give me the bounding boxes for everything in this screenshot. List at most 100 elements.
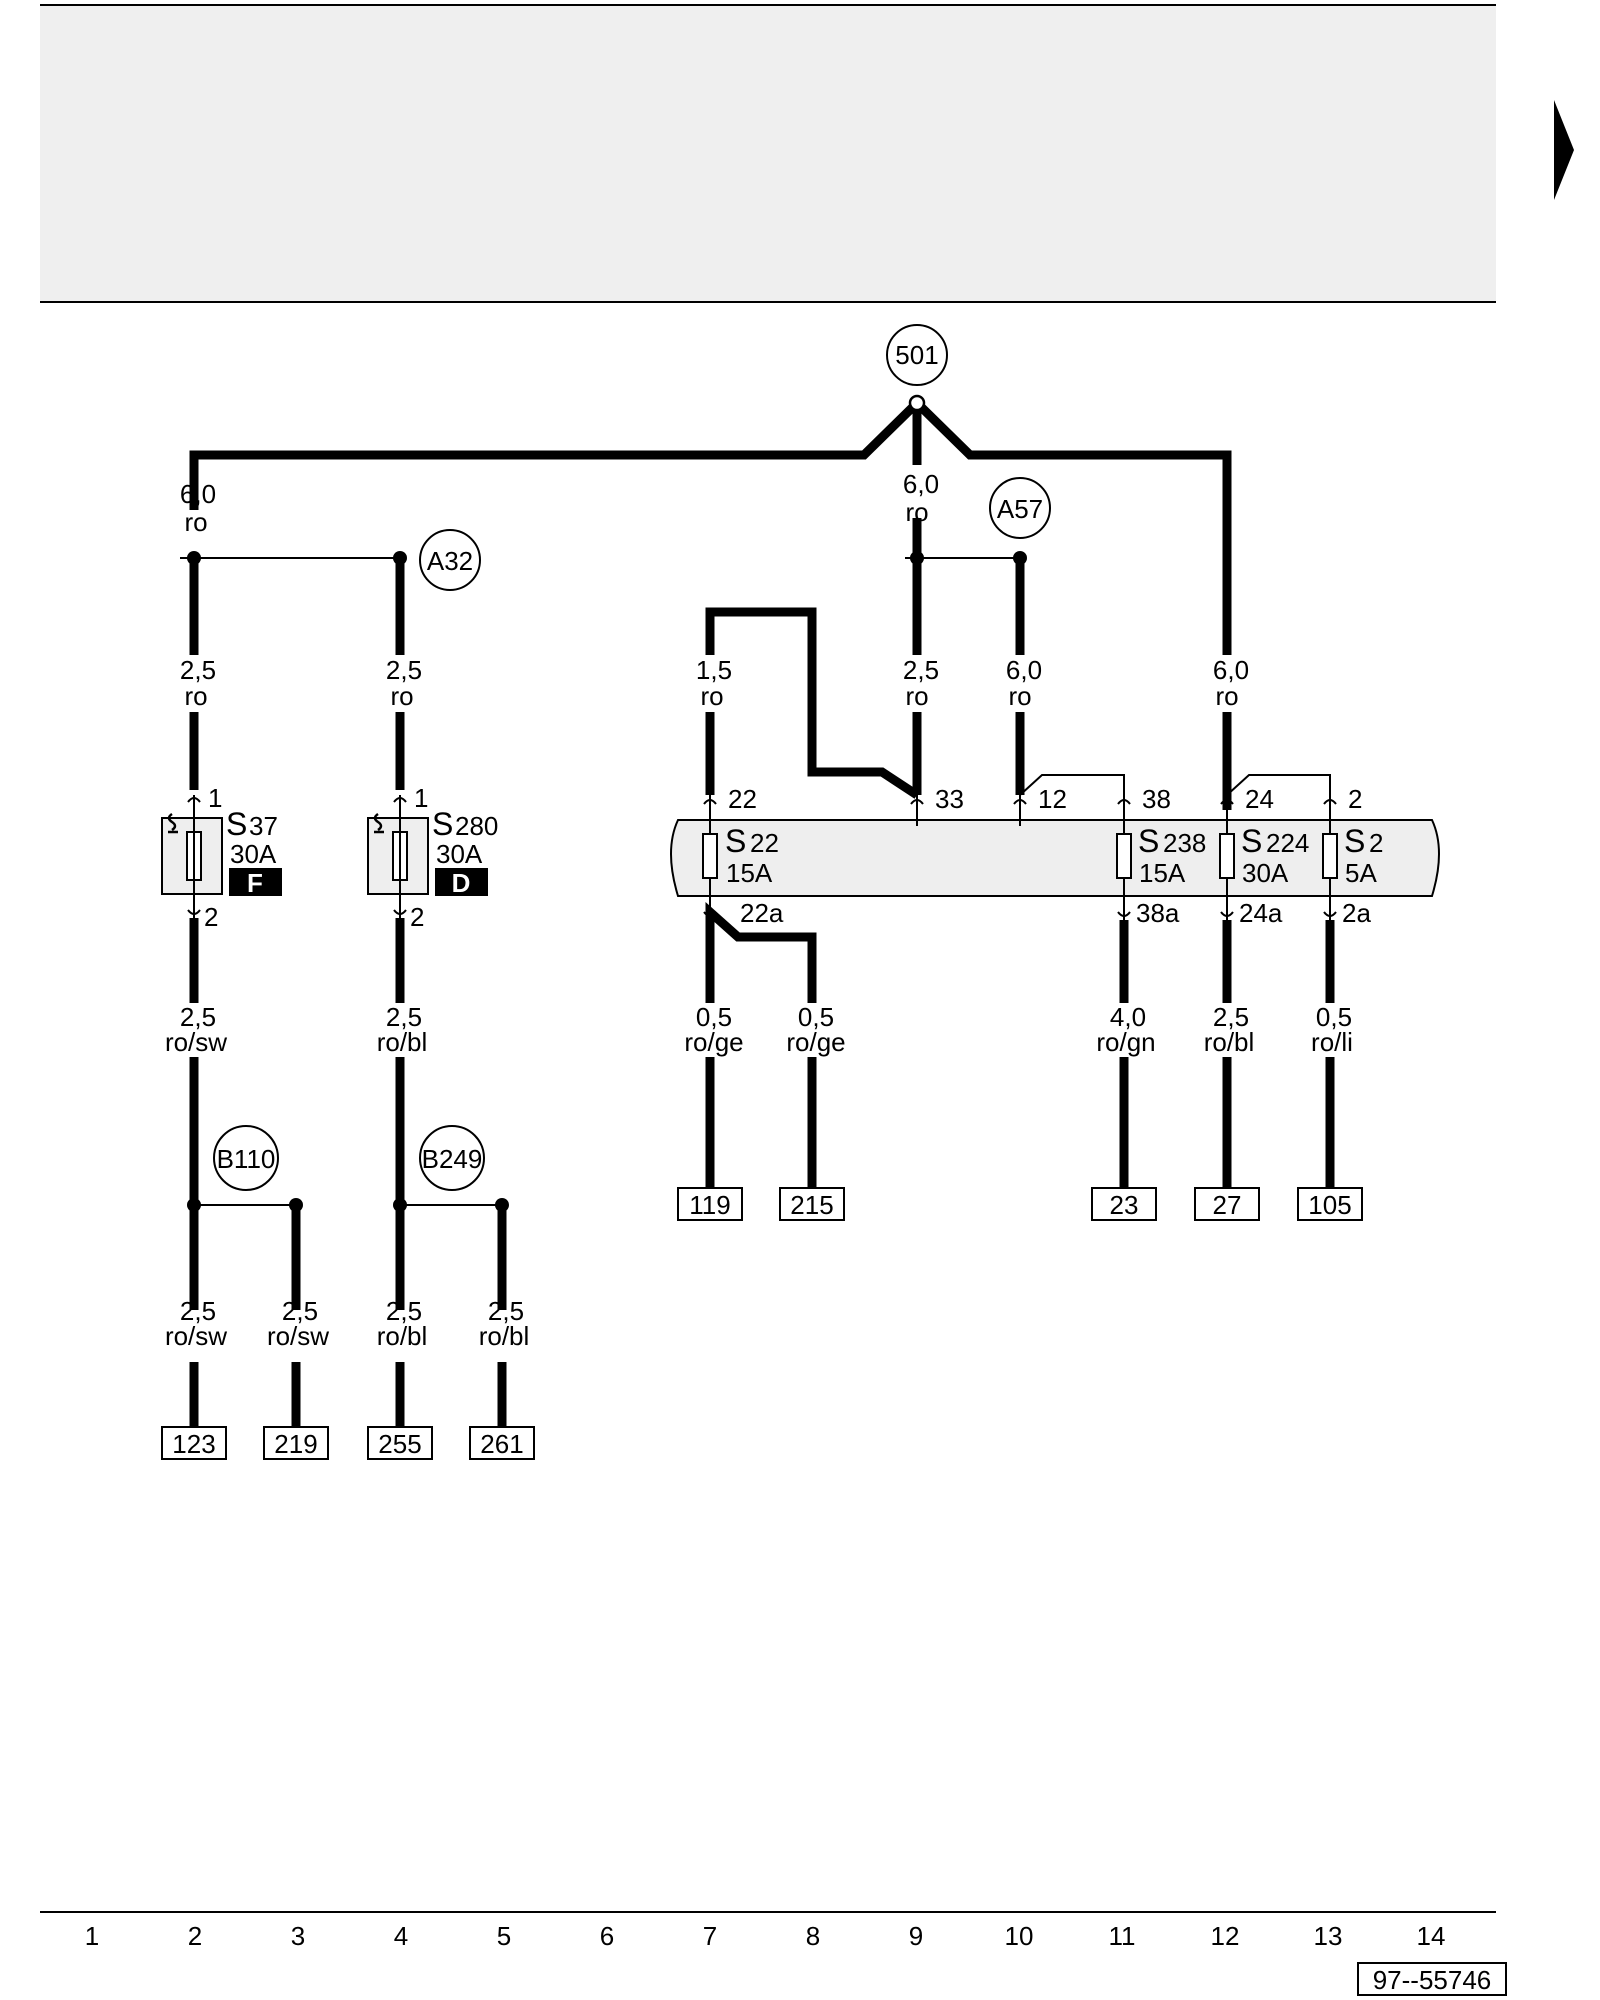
column-number: 9 xyxy=(909,1921,923,1951)
fuse-number: 238 xyxy=(1163,828,1206,858)
fuse-pin-out: 38a xyxy=(1136,898,1180,928)
wire-label-size: 2,5 xyxy=(386,1002,422,1032)
ref-box-23[interactable]: 23 xyxy=(1091,1187,1157,1221)
column-number: 10 xyxy=(1005,1921,1034,1951)
fuse-prefix: S xyxy=(226,806,247,842)
wire-label-color: ro xyxy=(1008,681,1031,711)
splice-b110-dot-left xyxy=(187,1198,201,1212)
wire-label-color: ro xyxy=(390,681,413,711)
fuse-rating: 30A xyxy=(1242,858,1289,888)
fuse-icon xyxy=(1219,833,1235,879)
fuse-prefix: S xyxy=(432,806,453,842)
wire-label-size: 6,0 xyxy=(1006,655,1042,685)
splice-b249-dot-left xyxy=(393,1198,407,1212)
fuse-pin-out: 24a xyxy=(1239,898,1283,928)
fuse-number: 280 xyxy=(455,811,498,841)
thermal-fuse-icon xyxy=(373,812,384,834)
ref-box-text: 105 xyxy=(1308,1190,1351,1220)
wire-label-color: ro xyxy=(1215,681,1238,711)
fuse-pin-in: 22 xyxy=(728,784,757,814)
wire-label-color: ro xyxy=(184,507,207,537)
ref-box-27[interactable]: 27 xyxy=(1194,1187,1260,1221)
wire-label-color: ro/bl xyxy=(1204,1027,1255,1057)
fuse-icon xyxy=(1322,833,1338,879)
column-number: 6 xyxy=(600,1921,614,1951)
circle-label-a32: A32 xyxy=(419,529,481,591)
drawing-number: 97--55746 xyxy=(1357,1962,1507,1996)
ref-box-219[interactable]: 219 xyxy=(263,1426,329,1460)
wire-label-size: 2,5 xyxy=(386,1296,422,1326)
column-number: 14 xyxy=(1417,1921,1446,1951)
thermal-fuse-icon xyxy=(167,812,178,834)
wire-label-color: ro/li xyxy=(1311,1027,1353,1057)
fuse-pin-in: 1 xyxy=(414,783,428,813)
fuse-badge: F xyxy=(247,868,263,898)
circle-label-501: 501 xyxy=(886,324,948,386)
junction-501 xyxy=(908,394,926,412)
wire-label-size: 0,5 xyxy=(798,1002,834,1032)
fuse-rating: 30A xyxy=(436,839,483,869)
ref-box-255[interactable]: 255 xyxy=(367,1426,433,1460)
column-number: 5 xyxy=(497,1921,511,1951)
ref-box-text: 23 xyxy=(1110,1190,1139,1220)
fuse-pin-in: 2 xyxy=(1348,784,1362,814)
wire-label-size: 6,0 xyxy=(180,479,216,509)
ref-box-261[interactable]: 261 xyxy=(469,1426,535,1460)
header-band xyxy=(40,4,1496,302)
wire-label-color: ro/bl xyxy=(377,1321,428,1351)
column-number: 8 xyxy=(806,1921,820,1951)
wire-label-color: ro xyxy=(700,681,723,711)
fuse-number: 224 xyxy=(1266,828,1309,858)
ref-box-text: 219 xyxy=(274,1429,317,1459)
ref-box-119[interactable]: 119 xyxy=(677,1187,743,1221)
fuse-rating: 5A xyxy=(1345,858,1377,888)
wire-label-size: 2,5 xyxy=(282,1296,318,1326)
circle-label-501-text: 501 xyxy=(895,340,938,370)
jumper-24-2 xyxy=(1226,774,1331,800)
circle-label-a57: A57 xyxy=(989,477,1051,539)
column-number: 4 xyxy=(394,1921,408,1951)
column-number: 3 xyxy=(291,1921,305,1951)
wire-label-size: 0,5 xyxy=(1316,1002,1352,1032)
fuse-s224: S 224 30A xyxy=(1219,823,1309,888)
wire-label-color: ro/sw xyxy=(165,1027,227,1057)
ref-box-123[interactable]: 123 xyxy=(161,1426,227,1460)
wire-bus-right xyxy=(913,399,1232,810)
fuse-s22: S 22 15A xyxy=(702,823,779,888)
column-number: 13 xyxy=(1314,1921,1343,1951)
fuse-prefix: S xyxy=(1138,823,1159,859)
wire-label-color: ro xyxy=(905,497,928,527)
fuse-pin-in: 38 xyxy=(1142,784,1171,814)
jumper-12-38 xyxy=(1019,774,1125,800)
ref-box-215[interactable]: 215 xyxy=(779,1187,845,1221)
column-number: 11 xyxy=(1109,1921,1136,1951)
wire-label-size: 1,5 xyxy=(696,655,732,685)
column-number: 2 xyxy=(188,1921,202,1951)
wire-label-size: 2,5 xyxy=(180,1296,216,1326)
fuse-prefix: S xyxy=(1241,823,1262,859)
wire-label-size: 0,5 xyxy=(696,1002,732,1032)
fuse-pin-out: 2 xyxy=(410,902,424,932)
ref-box-text: 123 xyxy=(172,1429,215,1459)
wire-label-size: 2,5 xyxy=(386,655,422,685)
fuse-prefix: S xyxy=(725,823,746,859)
column-number: 7 xyxy=(703,1921,717,1951)
wire-label-size: 2,5 xyxy=(1213,1002,1249,1032)
wire-col7-8-branch xyxy=(705,901,817,1003)
circle-label-b110: B110 xyxy=(213,1125,279,1191)
wire-label-size: 2,5 xyxy=(488,1296,524,1326)
fuse-number: 22 xyxy=(750,828,779,858)
wire-label-size: 2,5 xyxy=(903,655,939,685)
wire-label-color: ro/bl xyxy=(377,1027,428,1057)
drawing-number-text: 97--55746 xyxy=(1373,1965,1492,1995)
fuse-rating: 30A xyxy=(230,839,277,869)
fuse-rating: 15A xyxy=(1139,858,1186,888)
wire-bus-left xyxy=(189,399,921,510)
next-page-arrow-icon[interactable] xyxy=(1554,100,1574,200)
fuse-s238: S 238 15A xyxy=(1116,823,1206,888)
fuse-s37: 1 2 S 37 30A F xyxy=(161,783,282,932)
wire-label-color: ro xyxy=(184,681,207,711)
ref-box-105[interactable]: 105 xyxy=(1297,1187,1363,1221)
pin-label-33: 33 xyxy=(935,784,964,814)
ref-box-text: 261 xyxy=(480,1429,523,1459)
